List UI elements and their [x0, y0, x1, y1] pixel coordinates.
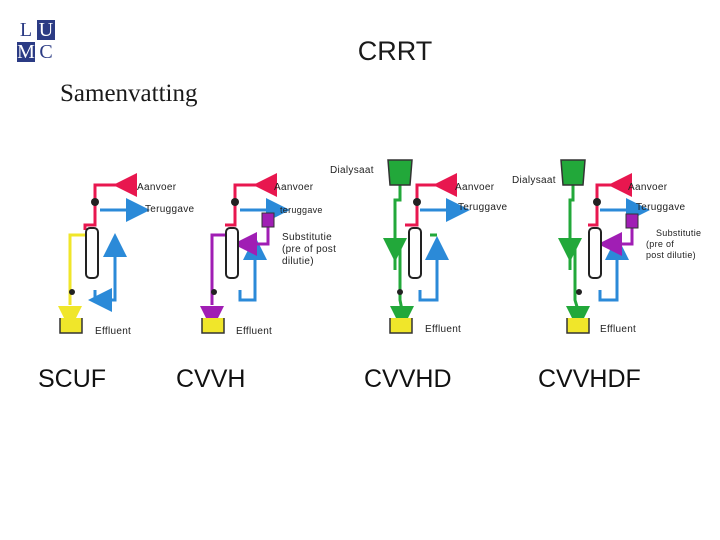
label-dialysaat-cvvhdf: Dialysaat — [512, 175, 556, 186]
mode-label-cvvhdf: CVVHDF — [538, 365, 641, 393]
effluent-line-cvvh — [210, 233, 225, 305]
logo-letter-u: U — [37, 19, 55, 41]
label-aanvoer-cvvh: Aanvoer — [274, 182, 314, 193]
slide-title: CRRT — [357, 36, 433, 66]
mode-label-scuf: SCUF — [38, 365, 107, 393]
effluent-line-scuf — [68, 233, 85, 305]
label-substitutie-cvvhdf-2: (pre of — [646, 239, 675, 249]
label-effluent-cvvh: Effluent — [236, 326, 273, 337]
filter-cvvhd — [408, 227, 422, 279]
effluent-bag-cvvhdf — [566, 318, 590, 334]
effluent-pump-cvvh — [211, 289, 217, 295]
slide-subtitle: Samenvatting — [60, 80, 198, 107]
filter-cvvhdf — [588, 227, 602, 279]
venous-line-cvvh — [238, 245, 257, 302]
label-substitutie-cvvh-2: (pre of post — [282, 244, 337, 255]
filter-scuf — [85, 227, 99, 279]
label-substitutie-cvvh-1: Substitutie — [282, 232, 332, 243]
filter-cvvh — [225, 227, 239, 279]
venous-line-cvvhdf — [598, 245, 619, 302]
logo-letter-c: C — [37, 42, 55, 62]
effluent-pump-cvvhdf — [576, 289, 582, 295]
circuit-cvvh — [200, 173, 290, 330]
label-teruggave-scuf: Teruggave — [145, 204, 195, 215]
label-aanvoer-cvvhdf: Aanvoer — [628, 182, 668, 193]
pump-cvvh — [231, 198, 239, 206]
label-aanvoer-cvvhd: Aanvoer — [455, 182, 495, 193]
label-teruggave-cvvhd: Teruggave — [458, 202, 508, 213]
effluent-bag-cvvhd — [389, 318, 413, 334]
label-effluent-cvvhd: Effluent — [425, 324, 462, 335]
dialysate-bag-cvvhdf — [560, 159, 586, 186]
mode-label-cvvh: CVVH — [176, 365, 246, 393]
effluent-pump-scuf — [69, 289, 75, 295]
label-teruggave-cvvh: teruggave — [280, 205, 323, 215]
venous-line-scuf — [88, 245, 117, 312]
dialysate-bag-cvvhd — [387, 159, 413, 186]
arterial-line-cvvh — [233, 183, 270, 200]
dialysate-line-cvvhdf — [568, 185, 575, 270]
lumc-logo: L U M C — [17, 20, 55, 62]
label-substitutie-cvvhdf-1: Substitutie — [656, 228, 702, 238]
substitution-bag-cvvh — [261, 212, 275, 228]
effluent-bag-scuf — [59, 318, 83, 334]
pump-scuf — [91, 198, 99, 206]
arterial-line-scuf — [93, 183, 130, 200]
label-effluent-scuf: Effluent — [95, 326, 132, 337]
label-teruggave-cvvhdf: Teruggave — [636, 202, 686, 213]
substitution-line-cvvh — [233, 225, 270, 256]
label-substitutie-cvvh-3: dilutie) — [282, 256, 314, 267]
arterial-line-cvvhd — [415, 183, 450, 200]
label-substitutie-cvvhdf-3: post dilutie) — [646, 250, 696, 260]
label-aanvoer-scuf: Aanvoer — [137, 182, 177, 193]
circuit-cvvhdf — [558, 173, 650, 330]
pump-cvvhd — [413, 198, 421, 206]
effluent-pump-cvvhd — [397, 289, 403, 295]
substitution-line-cvvhdf — [598, 228, 634, 256]
circuit-scuf — [58, 173, 150, 330]
venous-line-cvvhd — [418, 245, 439, 302]
mode-label-cvvhd: CVVHD — [364, 365, 452, 393]
logo-letter-l: L — [17, 20, 35, 40]
pump-cvvhdf — [593, 198, 601, 206]
substitution-bag-cvvhdf — [625, 213, 639, 229]
label-effluent-cvvhdf: Effluent — [600, 324, 637, 335]
label-dialysaat-cvvhd: Dialysaat — [330, 165, 374, 176]
circuit-cvvhd — [383, 173, 470, 330]
effluent-bag-cvvh — [201, 318, 225, 334]
arterial-line-cvvhdf — [595, 183, 625, 200]
logo-letter-m: M — [17, 41, 35, 63]
